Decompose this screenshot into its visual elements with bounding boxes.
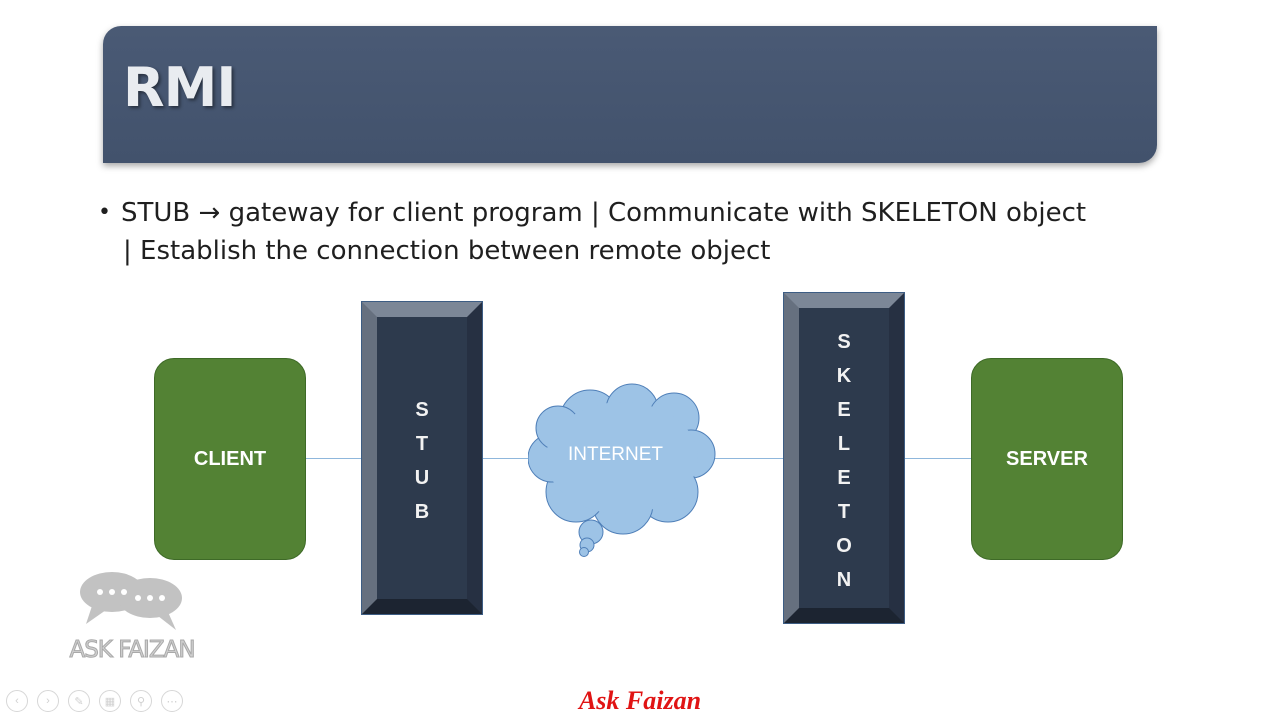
stub-letter-3: U xyxy=(414,467,430,489)
zoom-icon[interactable]: ⚲ xyxy=(130,690,152,712)
footer-watermark: Ask Faizan xyxy=(578,686,702,715)
prev-icon[interactable]: ‹ xyxy=(6,690,28,712)
stub-letter-4: B xyxy=(414,501,430,523)
connector-internet-skeleton xyxy=(714,458,784,459)
skeleton-letter-4: L xyxy=(837,433,851,455)
internet-label: INTERNET xyxy=(568,444,663,465)
ask-faizan-logo: ASK FAIZAN xyxy=(62,568,202,668)
cloud-icon xyxy=(527,383,716,557)
slide-title-bar: RMI xyxy=(103,26,1157,163)
next-icon[interactable]: › xyxy=(37,690,59,712)
pen-icon[interactable]: ✎ xyxy=(68,690,90,712)
server-box: SERVER xyxy=(971,358,1123,560)
bullet-line-2: | Establish the connection between remot… xyxy=(123,236,771,266)
more-icon[interactable]: ⋯ xyxy=(161,690,183,712)
connector-skeleton-server xyxy=(904,458,972,459)
skeleton-letter-2: K xyxy=(836,365,852,387)
logo-text: ASK FAIZAN xyxy=(69,637,196,664)
skeleton-letter-1: S xyxy=(837,331,851,353)
slideshow-toolbar: ‹ › ✎ ▦ ⚲ ⋯ xyxy=(6,690,183,712)
client-box: CLIENT xyxy=(154,358,306,560)
connector-stub-internet xyxy=(482,458,532,459)
stub-letter-2: T xyxy=(415,433,429,455)
connector-client-stub xyxy=(304,458,362,459)
slide-title: RMI xyxy=(123,56,236,119)
server-label: SERVER xyxy=(1006,447,1088,470)
skeleton-letter-6: T xyxy=(837,501,851,523)
skeleton-letter-7: O xyxy=(836,535,852,557)
skeleton-letter-3: E xyxy=(837,399,851,421)
skeleton-letter-8: N xyxy=(836,569,852,591)
bullet-marker: • xyxy=(98,200,111,225)
bullet-line-1: STUB → gateway for client program | Comm… xyxy=(121,198,1087,228)
stub-letter-1: S xyxy=(415,399,429,421)
client-label: CLIENT xyxy=(193,447,267,470)
skeleton-letter-5: E xyxy=(837,467,851,489)
slides-icon[interactable]: ▦ xyxy=(99,690,121,712)
internet-cloud: INTERNET xyxy=(527,382,718,560)
chat-bubbles-icon xyxy=(80,572,182,630)
